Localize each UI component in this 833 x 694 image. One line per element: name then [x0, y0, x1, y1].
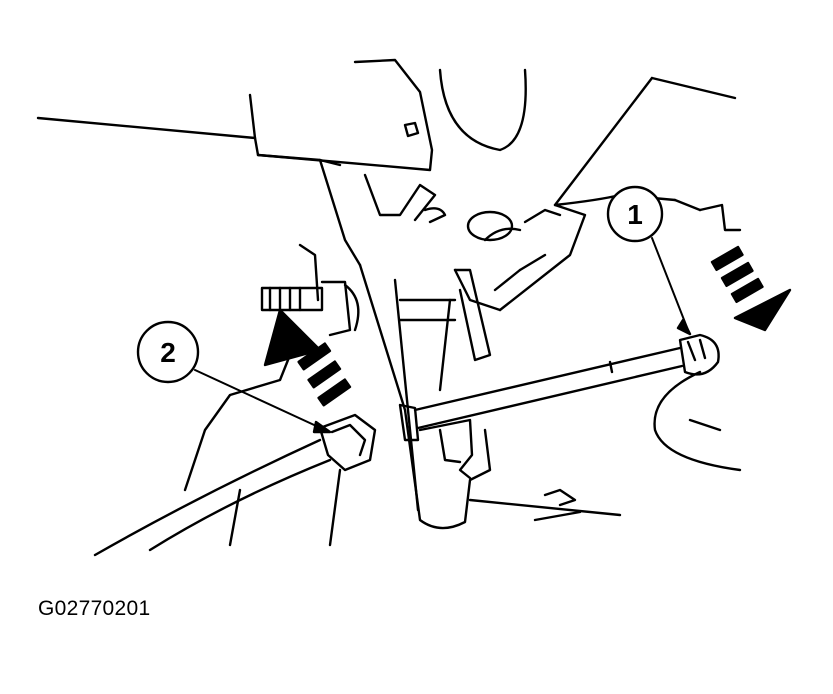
callout-label-1: 1	[627, 199, 643, 230]
lower-body	[468, 198, 742, 522]
bracket-arm	[398, 76, 737, 362]
mounting-bolt	[260, 243, 360, 337]
callout-leaders	[194, 237, 692, 434]
frame-panel	[36, 58, 562, 267]
brake-cable-right	[413, 333, 742, 472]
figure-code: G02770201	[38, 597, 151, 620]
callout-circle-2	[136, 320, 200, 384]
callout-circle-1	[606, 185, 664, 243]
parking-brake-lever	[358, 263, 492, 530]
direction-arrow-right	[710, 245, 792, 332]
brake-cable-left	[93, 328, 377, 557]
direction-arrow-left	[263, 308, 352, 407]
callout-label-2: 2	[160, 337, 176, 368]
